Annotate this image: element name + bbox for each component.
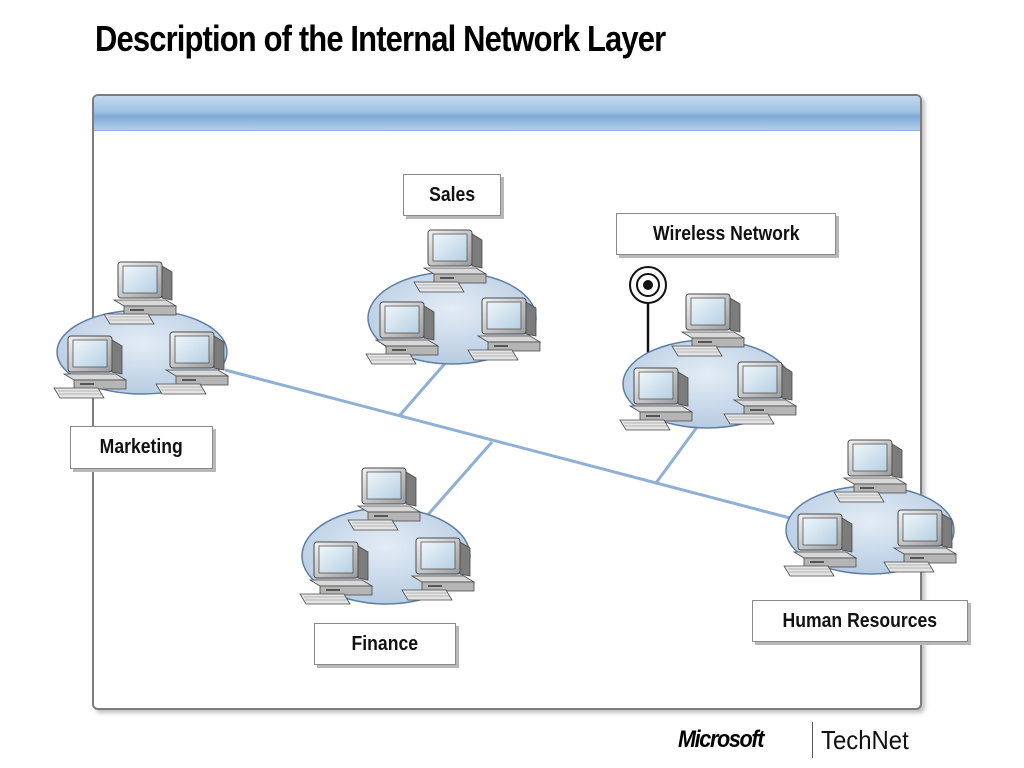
finance-link: [423, 441, 494, 519]
group-label-finance: Finance: [314, 623, 456, 665]
computer-icon: [103, 261, 177, 325]
group-label-wireless: Wireless Network: [616, 213, 836, 255]
slide-title: Description of the Internal Network Laye…: [95, 18, 666, 59]
group-label-human-resources: Human Resources: [752, 600, 968, 642]
computer-icon: [671, 293, 745, 357]
microsoft-logo: Microsoft: [678, 726, 764, 753]
hr-cluster: [783, 439, 957, 577]
sales-cluster: [365, 229, 541, 365]
logo-divider: [812, 722, 813, 758]
finance-cluster: [299, 467, 475, 605]
computer-icon: [413, 229, 487, 293]
computer-icon: [833, 439, 907, 503]
computer-icon: [347, 467, 421, 531]
sales-link: [398, 359, 450, 416]
group-label-sales: Sales: [403, 174, 501, 216]
marketing-cluster: [53, 261, 229, 399]
backbone-link: [224, 368, 791, 520]
antenna-icon: [643, 280, 653, 290]
panel-header-bar: [94, 96, 920, 131]
wireless-cluster: [619, 266, 797, 431]
technet-wordmark: TechNet: [821, 724, 909, 755]
network-links: [224, 359, 791, 520]
footer-logo: Microsoft TechNet: [678, 720, 916, 760]
wireless-link: [654, 422, 702, 484]
group-label-marketing: Marketing: [70, 426, 213, 469]
